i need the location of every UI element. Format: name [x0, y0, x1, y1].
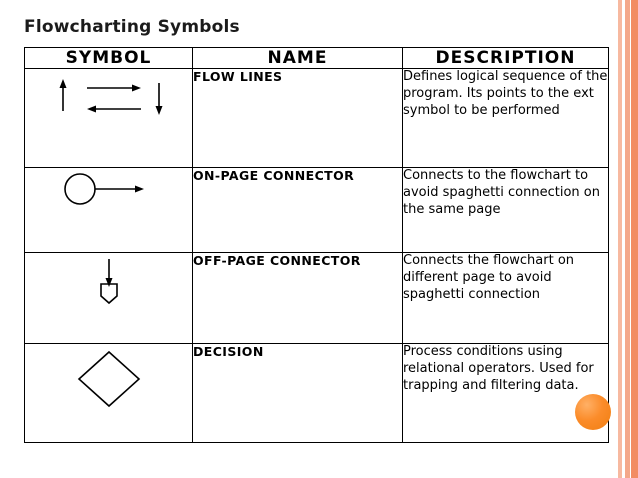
description-cell: Connects the flowchart on different page… — [402, 252, 609, 344]
decorative-stripe-light — [618, 0, 622, 478]
on-page-connector-circle-icon — [25, 168, 192, 210]
name-cell: FLOW LINES — [192, 68, 403, 168]
symbol-cell-flow-lines — [24, 68, 193, 168]
header-symbol: SYMBOL — [24, 47, 193, 69]
flowcharting-symbols-table: SYMBOL NAME DESCRIPTION — [24, 47, 609, 443]
decision-diamond-icon — [25, 344, 192, 414]
description-cell: Process conditions using relational oper… — [402, 343, 609, 443]
symbol-cell-on-page-connector — [24, 167, 193, 253]
decorative-stripe-mid — [625, 0, 630, 478]
page-title: Flowcharting Symbols — [24, 17, 240, 37]
table-row: FLOW LINES Defines logical sequence of t… — [24, 68, 609, 168]
name-cell: ON-PAGE CONNECTOR — [192, 167, 403, 253]
table-row: DECISION Process conditions using relati… — [24, 343, 609, 443]
description-cell: Defines logical sequence of the program.… — [402, 68, 609, 168]
header-name: NAME — [192, 47, 403, 69]
off-page-connector-pentagon-icon — [25, 253, 192, 309]
decorative-stripe-dark — [631, 0, 638, 478]
table-header-row: SYMBOL NAME DESCRIPTION — [24, 47, 609, 69]
table-row: ON-PAGE CONNECTOR Connects to the flowch… — [24, 167, 609, 253]
flow-lines-arrows-icon — [25, 69, 192, 129]
description-cell: Connects to the flowchart to avoid spagh… — [402, 167, 609, 253]
symbol-cell-decision — [24, 343, 193, 443]
table-row: OFF-PAGE CONNECTOR Connects the flowchar… — [24, 252, 609, 344]
name-cell: DECISION — [192, 343, 403, 443]
symbol-cell-off-page-connector — [24, 252, 193, 344]
header-description: DESCRIPTION — [402, 47, 609, 69]
name-cell: OFF-PAGE CONNECTOR — [192, 252, 403, 344]
decorative-orange-ball — [575, 394, 611, 430]
